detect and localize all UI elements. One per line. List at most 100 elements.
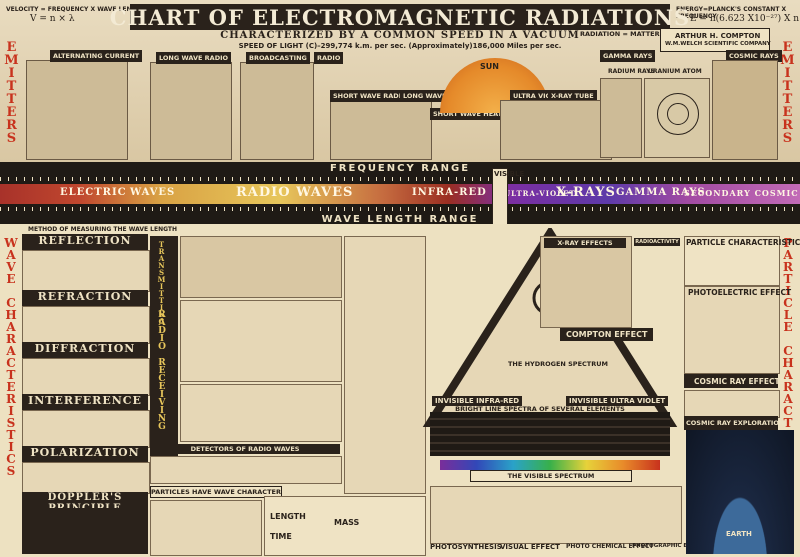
bright-line-header: BRIGHT LINE SPECTRA OF SEVERAL ELEMENTS [455,405,625,413]
wave-characteristics-label: WAVE CHARACTERISTICS [4,236,18,476]
section-cosmic-ray-effects: COSMIC RAY EFFECTS [694,377,786,386]
band-electric: ELECTRIC [60,187,127,198]
unit-mass: MASS [334,518,360,527]
author-box: ARTHUR H. COMPTON W.M.WELCH SCIENTIFIC C… [660,28,771,52]
wave-length-range-label: WAVE LENGTH RANGE [321,214,479,225]
footer-photo-chemical-effect: PHOTO CHEMICAL EFFECT [566,543,654,550]
emitters-left-label: EMITTERS [4,40,19,144]
emitter-uranium-atom: URANIUM ATOM [648,68,702,75]
transmission-panels [180,236,342,298]
earth-illustration [686,430,794,554]
measuring-method-label: METHOD OF MEASURING THE WAVE LENGTH [28,226,178,233]
radio-receiving-label: RADIO RECEIVING [157,310,167,430]
broadcasting-illustration [240,62,314,160]
units-panel [264,496,426,556]
detectors-header: DETECTORS OF RADIO WAVES [150,444,340,454]
section-dopplers-principle: DOPPLER'S PRINCIPLE [22,492,148,514]
band-gamma-rays: GAMMA RAYS [616,187,706,198]
band-waves: WAVES [130,187,176,198]
visible-spectrum-header: THE VISIBLE SPECTRUM [470,470,632,482]
visible-label: VISIBLE [494,170,524,179]
publisher-name: W.M.WELCH SCIENTIFIC COMPANY [665,41,771,47]
long-wave-radio-illustration [150,62,232,160]
radio-receiving-strip [150,236,178,482]
cosmic-ray-effects-bar [684,374,778,388]
cosmic-ray-exploration-bar [684,416,778,430]
radium-illustration [600,78,642,158]
spectrum-bar [0,184,800,204]
footer-photographic-effect: PHOTOGRAPHIC EFFECT [632,543,707,549]
velocity-equation: V = n × λ [30,14,75,24]
wavelength-ruler [0,207,800,211]
bright-line-spectra [430,412,670,456]
footer-visual-effect: VISUAL EFFECT [500,543,560,551]
uranium-atom-illustration [644,78,710,158]
reflection-diagram [22,250,150,292]
transmitting-label: TRANSMITTING [157,240,166,324]
doppler-diagram [22,508,148,554]
section-cosmic-ray-exploration: COSMIC RAY EXPLORATION [686,419,785,427]
frequency-range-label: FREQUENCY RANGE [329,163,471,174]
section-polarization: POLARIZATION [22,446,148,462]
radioactivity-header: RADIOACTIVITY [634,238,680,246]
speed-of-light: SPEED OF LIGHT (C)–299,774 k.m. per sec.… [238,42,562,50]
emitter-x-ray-tube: X-RAY TUBE [548,90,597,102]
interference-diagram [22,410,150,448]
cosmic-ray-illustration [712,60,778,160]
emitter-short-wave-radio: SHORT WAVE RADIO [330,90,410,102]
frequency-ruler [0,177,800,181]
lamp-illustration [500,100,612,160]
radio-apparatus-column [344,236,426,494]
emitter-radio: RADIO [314,52,344,64]
band-x-rays: X-RAYS [556,185,616,200]
band-radio-waves: RADIO WAVES [236,185,354,200]
emitter-sun: SUN [480,62,499,71]
oscillator-illustration [330,96,432,160]
emitter-radium-rays: RADIUM RAYS [608,68,655,75]
chart-subtitle: CHARACTERIZED BY A COMMON SPEED IN A VAC… [220,30,580,41]
power-plant-illustration [26,60,128,160]
band-secondary-cosmic-rays: SECONDARY COSMIC RAYS [684,188,800,198]
electron-diffraction-panel [150,500,262,556]
chart-title-bar: CHART OF ELECTROMAGNETIC RADIATIONS [110,4,689,30]
detectors-panel [150,456,342,484]
cosmic-ray-effects-panel [684,390,780,418]
section-particle-characteristics: PARTICLE CHARACTERISTICS [686,238,800,247]
chart-title: CHART OF ELECTROMAGNETIC RADIATIONS [109,4,691,30]
energy-equation: E = h(6.623 X10⁻²⁷) X n [690,14,800,24]
emitter-gamma-rays: GAMMA RAYS [600,50,656,62]
atom-nucleus-icon [667,103,689,125]
atom-orbit-icon [657,93,699,135]
compton-effect-label: COMPTON EFFECT [560,328,654,341]
velocity-formula: VELOCITY = FREQUENCY X WAVE LENGTH [6,6,146,13]
visible-spectrum-bar [440,460,660,470]
energy-formula: ENERGY=PLANCK'S CONSTANT X FREQUENCY [676,6,787,20]
emitter-cosmic-rays: COSMIC RAYS [726,50,782,62]
band-infra-red: INFRA-RED [412,187,487,198]
invisible-infra-red-label: INVISIBLE INFRA-RED [432,396,523,406]
tuned-circuit-panel [180,384,342,442]
earth-label: EARTH [726,530,752,538]
particles-wave-header: PARTICLES HAVE WAVE CHARACTERISTICS [150,486,282,498]
band-ultra-violet: ULTRA-VIOLET [504,189,576,198]
particle-characteristics-panel [684,236,780,286]
unit-time: TIME [270,532,292,541]
polarization-diagram [22,462,150,494]
emitter-radiation-matter: RADIATION = MATTER [580,30,660,38]
emitter-long-wave-radio: LONG WAVE RADIO [156,52,232,64]
invisible-ultra-violet-label: INVISIBLE ULTRA VIOLET [566,396,669,406]
xray-effects-header: X-RAY EFFECTS [544,238,626,248]
section-refraction: REFRACTION [22,290,148,306]
refraction-diagram [22,306,150,344]
hydrogen-spectrum-label: THE HYDROGEN SPECTRUM [508,360,608,368]
receiver-panel [180,300,342,382]
unit-length: LENGTH [270,512,306,521]
section-diffraction: DIFFRACTION [22,342,148,358]
section-reflection: REFLECTION [22,234,148,250]
xray-effects-panel [540,236,632,328]
photoelectric-panel [684,286,780,374]
emitters-right-label: EMITTERS [780,40,795,144]
section-interference: INTERFERENCE [22,394,148,410]
author-name: ARTHUR H. COMPTON [675,32,761,40]
